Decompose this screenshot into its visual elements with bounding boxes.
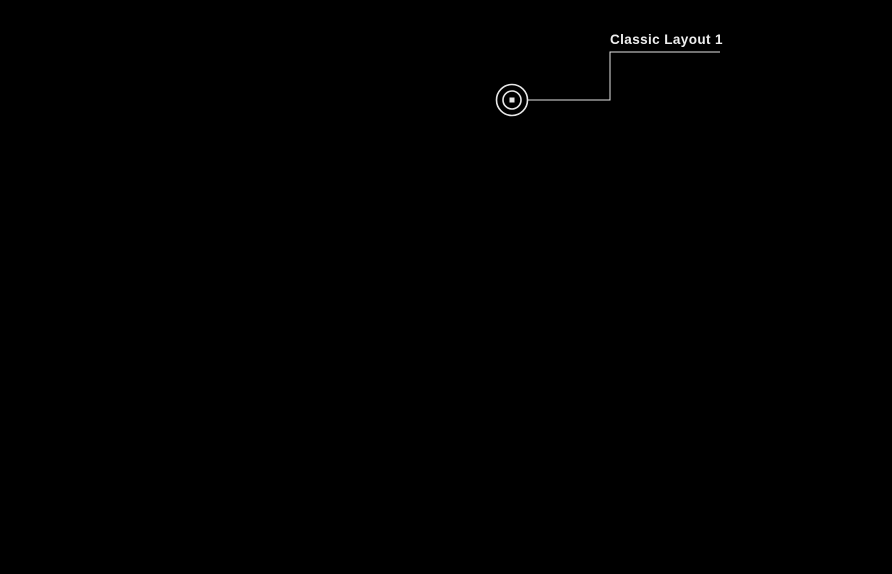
target-outer-ring <box>495 83 529 117</box>
target-center-square <box>509 97 515 103</box>
concentric-target-icon[interactable] <box>495 83 529 117</box>
callout-label: Classic Layout 1 <box>610 32 723 47</box>
callout-leader-line <box>528 51 720 101</box>
target-inner-ring <box>502 90 522 110</box>
